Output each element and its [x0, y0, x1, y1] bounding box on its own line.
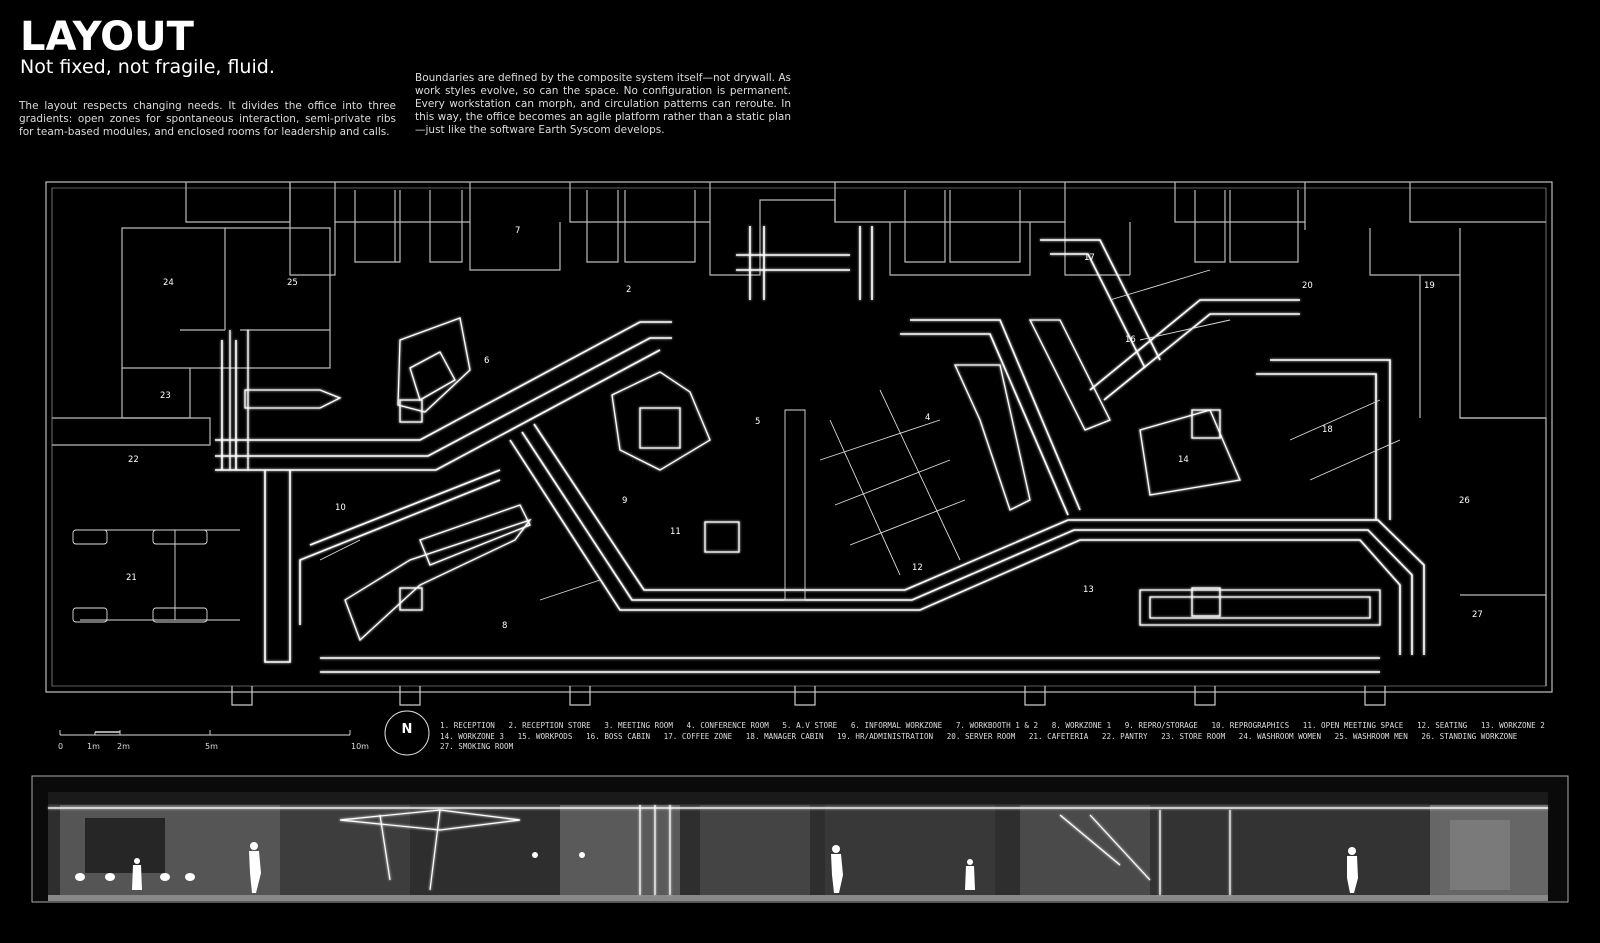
room-label-26: 26	[1459, 496, 1470, 506]
legend-item: 9. REPRO/STORAGE	[1124, 721, 1198, 730]
legend-item: 8. WORKZONE 1	[1051, 721, 1112, 730]
room-label-18: 18	[1322, 425, 1333, 435]
room-label-8: 8	[502, 621, 507, 631]
legend-item: 21. CAFETERIA	[1028, 731, 1089, 741]
legend-item: 25. WASHROOM MEN	[1334, 731, 1408, 741]
boundaries-paragraph: Boundaries are defined by the composite …	[415, 72, 791, 136]
legend-item: 26. STANDING WORKZONE	[1421, 731, 1518, 741]
legend-item: 5. A.V STORE	[782, 721, 838, 730]
room-label-22: 22	[128, 455, 139, 465]
scale-tick-5m: 5m	[205, 742, 218, 751]
legend-item: 17. COFFEE ZONE	[663, 731, 733, 741]
legend-item: 24. WASHROOM WOMEN	[1238, 731, 1322, 741]
legend-item: 15. WORKPODS	[517, 731, 573, 741]
room-label-20: 20	[1302, 281, 1313, 291]
legend-item: 6. INFORMAL WORKZONE	[850, 721, 943, 730]
legend-item: 2. RECEPTION STORE	[508, 721, 591, 730]
legend-item: 23. STORE ROOM	[1161, 731, 1226, 741]
legend-item: 1. RECEPTION	[440, 721, 495, 730]
scale-bar	[59, 730, 351, 736]
page-subtitle: Not fixed, not fragile, fluid.	[20, 56, 275, 78]
scale-tick-0: 0	[58, 742, 63, 751]
building-section	[31, 775, 1569, 903]
room-label-23: 23	[160, 391, 171, 401]
room-label-4: 4	[925, 413, 930, 423]
room-label-14: 14	[1178, 455, 1189, 465]
page-title: LAYOUT	[20, 14, 194, 60]
room-label-17: 17	[1084, 253, 1095, 263]
room-label-7: 7	[515, 226, 520, 236]
room-label-24: 24	[163, 278, 174, 288]
room-label-2: 2	[626, 285, 631, 295]
room-label-27: 27	[1472, 610, 1483, 620]
legend-item: 16. BOSS CABIN	[586, 731, 651, 741]
legend-item: 22. PANTRY	[1101, 731, 1148, 741]
circulation-tracks	[215, 226, 1425, 673]
legend-item: 18. MANAGER CABIN	[745, 731, 824, 741]
module-pods	[229, 317, 1381, 642]
legend-item: 27. SMOKING ROOM	[440, 742, 514, 751]
legend-item: 3. MEETING ROOM	[604, 721, 673, 730]
workstation-ribs	[72, 269, 1401, 623]
scale-tick-2m: 2m	[117, 742, 130, 751]
room-label-21: 21	[126, 573, 137, 583]
room-labels: 2 4 5 6 7 8 9 10 11 12 13 14 16 17 18 19…	[126, 226, 1483, 631]
north-label: N	[402, 722, 413, 737]
room-label-25: 25	[287, 278, 298, 288]
legend-item: 19. HR/ADMINISTRATION	[837, 731, 934, 741]
perimeter-columns	[231, 686, 1386, 706]
room-legend: 1. RECEPTION 2. RECEPTION STORE 3. MEETI…	[440, 721, 1570, 753]
scale-tick-1m: 1m	[87, 742, 100, 751]
building-walls	[45, 181, 1553, 693]
legend-item: 4. CONFERENCE ROOM	[686, 721, 769, 730]
legend-item: 10. REPROGRAPHICS	[1211, 721, 1290, 730]
room-label-9: 9	[622, 496, 627, 506]
scale-bar-labels: 0 1m 2m 5m 10m	[58, 742, 369, 751]
legend-item: 7. WORKBOOTH 1 & 2	[955, 721, 1039, 730]
room-label-5: 5	[755, 417, 760, 427]
room-label-12: 12	[912, 563, 923, 573]
room-label-19: 19	[1424, 281, 1435, 291]
north-arrow-icon: N	[384, 710, 430, 756]
intro-paragraph: The layout respects changing needs. It d…	[19, 100, 396, 138]
room-label-6: 6	[484, 356, 489, 366]
legend-item: 14. WORKZONE 3	[440, 731, 505, 741]
room-label-13: 13	[1083, 585, 1094, 595]
scale-tick-10m: 10m	[351, 742, 369, 751]
legend-item: 11. OPEN MEETING SPACE	[1302, 721, 1404, 730]
room-label-10: 10	[335, 503, 346, 513]
legend-item: 20. SERVER ROOM	[946, 731, 1016, 741]
legend-item: 12. SEATING	[1416, 721, 1468, 730]
room-label-11: 11	[670, 527, 681, 537]
legend-item: 13. WORKZONE 2	[1480, 721, 1545, 730]
room-label-16: 16	[1125, 335, 1136, 345]
